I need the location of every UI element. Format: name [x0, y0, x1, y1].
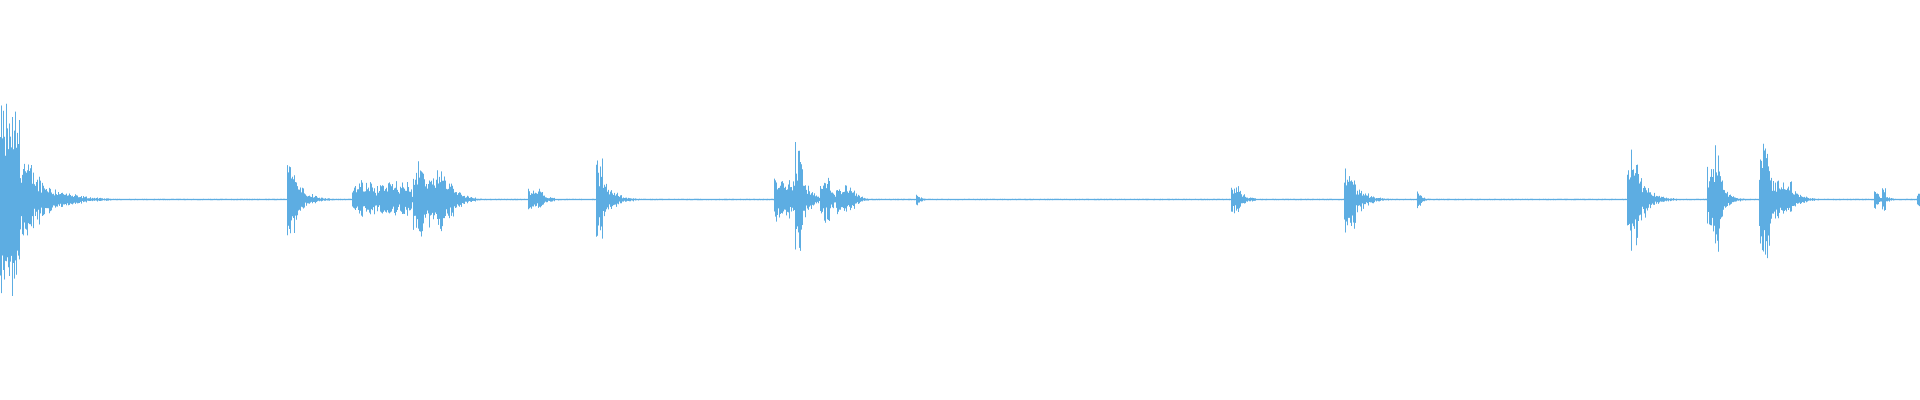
- waveform-trace: [0, 103, 1920, 296]
